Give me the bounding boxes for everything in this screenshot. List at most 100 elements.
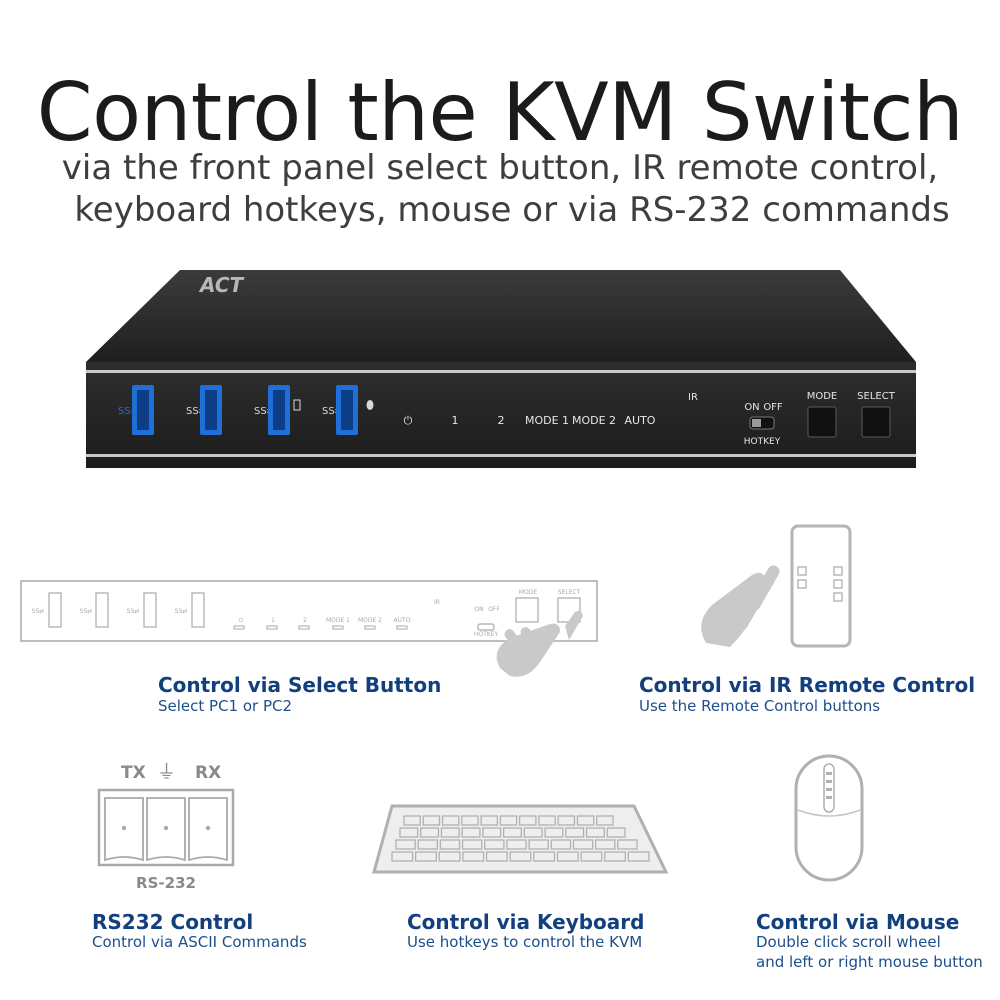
outline-usb-symbol: SS⇄ bbox=[32, 608, 45, 615]
outline-usb-4 bbox=[191, 592, 205, 628]
keyboard-key bbox=[528, 839, 549, 850]
brand-logo: ACT bbox=[198, 273, 245, 297]
keyboard-key bbox=[441, 815, 460, 826]
mouse-icon bbox=[794, 754, 864, 882]
outline-mode-button bbox=[515, 597, 539, 623]
feature-title-keyboard: Control via Keyboard bbox=[407, 910, 645, 934]
keyboard-key bbox=[502, 827, 523, 838]
keyboard-key bbox=[556, 851, 579, 862]
usb-port-4[interactable]: SS⇄ bbox=[322, 385, 374, 435]
outline-usb-3 bbox=[143, 592, 157, 628]
hand-pointer-icon bbox=[496, 610, 583, 677]
mode2-indicator-label: MODE 2 bbox=[572, 414, 616, 427]
outline-on-label: ON bbox=[474, 606, 483, 613]
feature-desc-keyboard: Use hotkeys to control the KVM bbox=[407, 933, 643, 951]
mode-button[interactable] bbox=[807, 406, 837, 438]
keyboard-key bbox=[604, 851, 627, 862]
keyboard-icon bbox=[372, 804, 669, 874]
hand-pointer-icon bbox=[701, 565, 780, 647]
keyboard-key bbox=[565, 827, 585, 838]
keyboard-key bbox=[627, 851, 650, 862]
ir-sensor-label: IR bbox=[688, 392, 698, 403]
keyboard-key bbox=[485, 851, 508, 862]
keyboard-key bbox=[461, 815, 479, 826]
keyboard-icon bbox=[293, 399, 301, 411]
keyboard-key bbox=[523, 827, 543, 838]
keyboard-key bbox=[585, 827, 605, 838]
usb-ss-icon: SS⇄ bbox=[186, 406, 207, 417]
feature-title-select: Control via Select Button bbox=[158, 673, 442, 697]
mouse-illustration bbox=[794, 754, 864, 882]
power-indicator-label: ⏻ bbox=[404, 414, 413, 427]
outline-hotkey-switch bbox=[477, 623, 495, 631]
keyboard-key bbox=[414, 851, 437, 862]
keyboard-key bbox=[422, 815, 441, 826]
keyboard-key bbox=[506, 839, 527, 850]
keyboard-key bbox=[550, 839, 572, 850]
outline-auto-label: AUTO bbox=[394, 617, 411, 624]
device-front-panel bbox=[86, 362, 916, 468]
outline-usb-symbol: SS⇄ bbox=[175, 608, 188, 615]
keyboard-key bbox=[462, 851, 485, 862]
outline-mode1-label: MODE 1 bbox=[326, 617, 350, 624]
keyboard-key bbox=[417, 839, 439, 850]
page-title: Control the KVM Switch bbox=[36, 66, 964, 159]
outline-select-label: SELECT bbox=[558, 589, 581, 596]
scroll-wheel-icon bbox=[823, 763, 835, 813]
keyboard-key bbox=[440, 827, 460, 838]
outline-pc1-label: 1 bbox=[271, 617, 275, 624]
hotkey-on-label: ON bbox=[744, 402, 759, 413]
usb-port-1[interactable]: SS⇄ bbox=[118, 385, 154, 435]
outline-mode2-label: MODE 2 bbox=[358, 617, 382, 624]
pc1-indicator-label: 1 bbox=[452, 414, 459, 427]
keyboard-key bbox=[461, 839, 483, 850]
page-subtitle-line-1: via the front panel select button, IR re… bbox=[61, 148, 939, 188]
usb-ss-icon: SS⇄ bbox=[118, 406, 139, 417]
keyboard-key bbox=[606, 827, 626, 838]
auto-indicator-label: AUTO bbox=[625, 414, 656, 427]
feature-title-rs232: RS232 Control bbox=[92, 910, 254, 934]
kvm-device-illustration: ACT SS⇄ SS⇄ SS⇄ SS⇄ ⏻ 1 2 MODE 1 MODE 2 … bbox=[86, 270, 916, 468]
select-button-label: SELECT bbox=[857, 391, 896, 402]
keyboard-key bbox=[572, 839, 594, 850]
outline-hotkey-label: HOTKEY bbox=[474, 631, 499, 638]
keyboard-key bbox=[499, 815, 518, 826]
tx-pin-label: TX bbox=[121, 763, 146, 783]
keyboard-key bbox=[518, 815, 537, 826]
rs232-port-label: RS-232 bbox=[136, 874, 196, 892]
feature-desc-mouse-line2: and left or right mouse button bbox=[756, 953, 983, 971]
mouse-icon bbox=[366, 400, 374, 410]
feature-desc-rs232: Control via ASCII Commands bbox=[92, 933, 307, 951]
outline-pc2-label: 2 bbox=[303, 617, 307, 624]
outline-off-label: OFF bbox=[488, 606, 500, 613]
keyboard-key bbox=[395, 839, 416, 850]
outline-usb-1 bbox=[48, 592, 62, 628]
usb-port-3[interactable]: SS⇄ bbox=[254, 385, 301, 435]
usb-ss-icon: SS⇄ bbox=[322, 406, 343, 417]
keyboard-key bbox=[533, 851, 556, 862]
keyboard-key bbox=[482, 827, 502, 838]
keyboard-key bbox=[439, 839, 461, 850]
keyboard-key bbox=[461, 827, 481, 838]
keyboard-key bbox=[399, 827, 419, 838]
feature-title-mouse: Control via Mouse bbox=[756, 910, 960, 934]
outline-usb-2 bbox=[95, 592, 109, 628]
mode-button-label: MODE bbox=[807, 391, 838, 402]
pc2-indicator-label: 2 bbox=[498, 414, 505, 427]
select-button[interactable] bbox=[861, 406, 891, 438]
remote-control-icon bbox=[790, 524, 852, 648]
device-top-surface bbox=[86, 270, 916, 362]
ir-remote-illustration bbox=[701, 524, 852, 648]
keyboard-key bbox=[576, 815, 595, 826]
hotkey-label: HOTKEY bbox=[744, 437, 781, 447]
keyboard-key bbox=[596, 815, 614, 826]
feature-desc-select: Select PC1 or PC2 bbox=[158, 697, 293, 715]
hotkey-off-label: OFF bbox=[763, 402, 783, 413]
outline-usb-symbol: SS⇄ bbox=[127, 608, 140, 615]
ground-icon: ⏚ bbox=[157, 761, 176, 783]
usb-port-2[interactable]: SS⇄ bbox=[186, 385, 222, 435]
feature-desc-ir: Use the Remote Control buttons bbox=[639, 697, 881, 715]
keyboard-key bbox=[480, 815, 499, 826]
keyboard-illustration bbox=[372, 804, 669, 874]
keyboard-key bbox=[594, 839, 616, 850]
